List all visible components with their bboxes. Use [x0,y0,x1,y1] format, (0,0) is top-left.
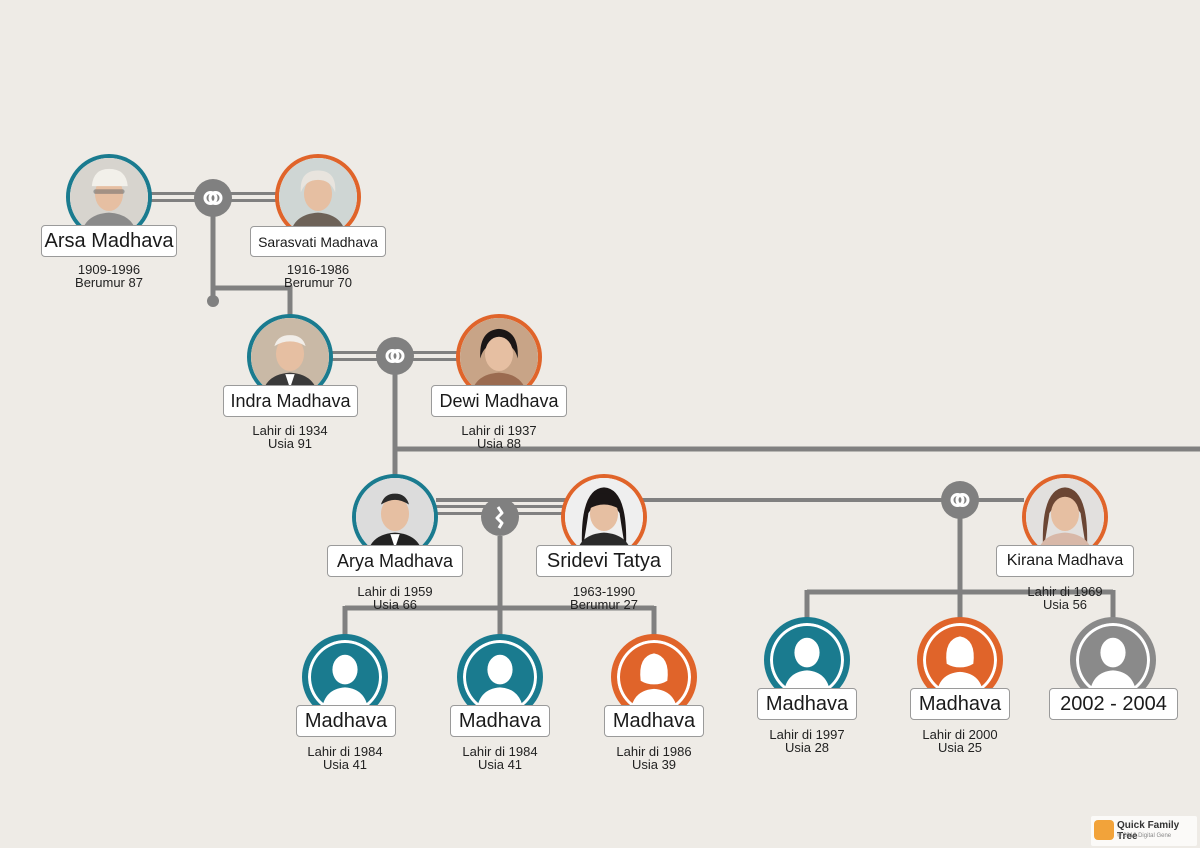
broken-link-icon[interactable] [481,498,519,536]
person-date-line: Lahir di 1969 [1027,584,1103,599]
person-name[interactable]: Madhava [757,688,857,720]
person-age-line: Usia 66 [372,597,418,612]
person-age-line: Usia 56 [1042,597,1088,612]
person-age-line: Usia 25 [937,740,983,755]
person-date-line: Lahir di 1984 [307,744,383,759]
person-date-line: Lahir di 1959 [357,584,433,599]
person-date-line: Lahir di 1934 [252,423,328,438]
person-name[interactable]: Madhava [450,705,550,737]
person-name[interactable]: 2002 - 2004 [1049,688,1178,720]
person-date-line: 1916-1986 [286,262,350,277]
logo-brand-text: Quick Family Tree [1117,820,1180,842]
person-name[interactable]: Sarasvati Madhava [250,226,386,257]
family-tree-logo-icon [1094,820,1114,840]
person-date-line: 1963-1990 [572,584,636,599]
person-age-line: Berumur 70 [284,275,352,290]
person-name[interactable]: Madhava [296,705,396,737]
descent-dot [207,295,219,307]
person-age-line: Berumur 87 [75,275,143,290]
person-date-line: 1909-1996 [77,262,141,277]
person-name[interactable]: Arya Madhava [327,545,463,577]
person-name[interactable]: Madhava [910,688,1010,720]
person-name[interactable]: Arsa Madhava [41,225,177,257]
quick-family-tree-logo: Quick Family Tree © 2018 Digital Gene [1091,816,1197,846]
marriage-rings-icon[interactable] [194,179,232,217]
logo-copyright-text: © 2018 Digital Gene [1117,833,1172,839]
person-date-line: Lahir di 1986 [616,744,692,759]
person-age-line: Usia 41 [477,757,523,772]
marriage-rings-icon[interactable] [941,481,979,519]
person-date-line: Lahir di 1997 [769,727,845,742]
person-name[interactable]: Indra Madhava [223,385,358,417]
person-age-line: Usia 41 [322,757,368,772]
person-date-line: Lahir di 1937 [461,423,537,438]
descent-junction-gen1 [213,285,293,316]
person-date-line: Lahir di 2000 [922,727,998,742]
marriage-rings-icon[interactable] [376,337,414,375]
person-name[interactable]: Sridevi Tatya [536,545,672,577]
person-name[interactable]: Madhava [604,705,704,737]
person-age-line: Usia 88 [476,436,522,451]
person-age-line: Berumur 27 [570,597,638,612]
person-date-line: Lahir di 1984 [462,744,538,759]
person-age-line: Usia 91 [267,436,313,451]
person-age-line: Usia 28 [784,740,830,755]
person-name[interactable]: Kirana Madhava [996,545,1134,577]
avatar-old-woman-icon[interactable] [275,154,361,240]
person-age-line: Usia 39 [631,757,677,772]
person-name[interactable]: Dewi Madhava [431,385,567,417]
